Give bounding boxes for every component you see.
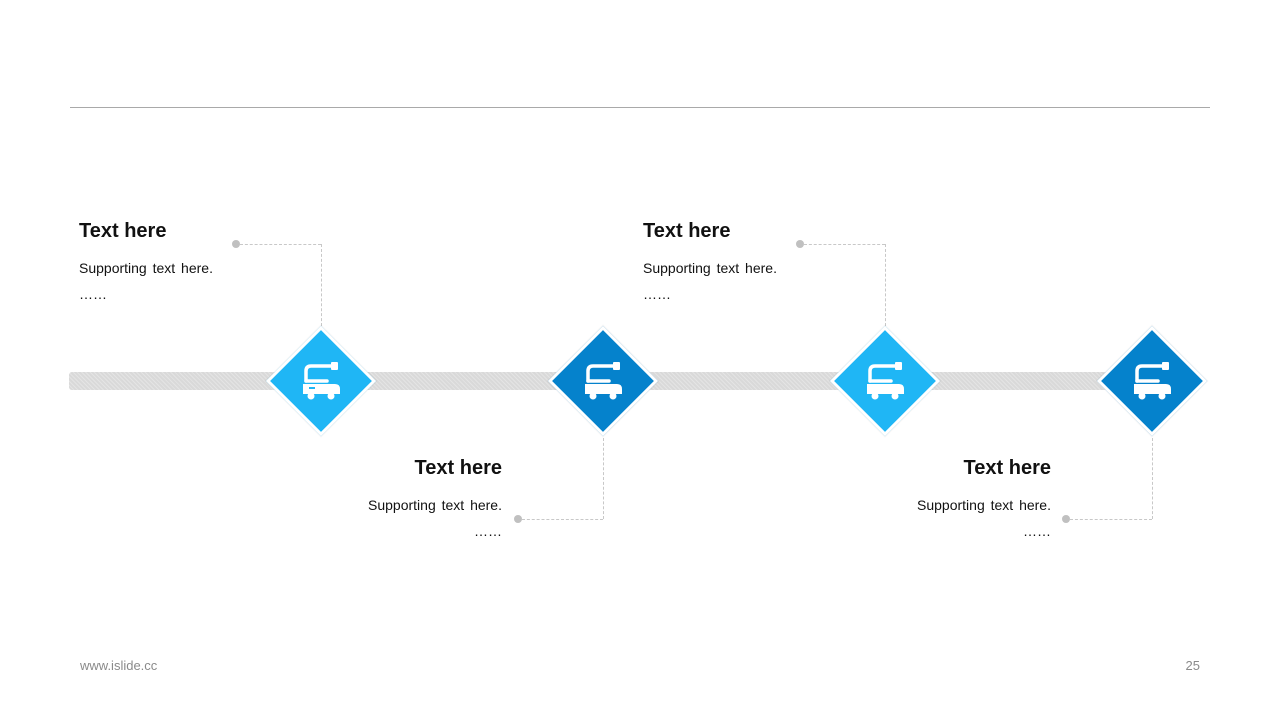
step-4-connector-dot	[1062, 515, 1070, 523]
step-3-text: Text here Supporting text here. ……	[643, 219, 903, 303]
page-number: 25	[1185, 658, 1200, 673]
step-1-text: Text here Supporting text here. ……	[79, 219, 339, 303]
step-2-ellipsis: ……	[474, 523, 502, 539]
step-2-connector-dot	[514, 515, 522, 523]
crane-truck-icon	[303, 362, 340, 400]
step-1-title: Text here	[79, 220, 167, 242]
step-4-connector-v	[1152, 438, 1153, 519]
step-1-connector-v	[321, 244, 322, 326]
crane-truck-icon	[1134, 362, 1171, 400]
step-4-connector-h	[1070, 519, 1152, 520]
crane-truck-icon	[585, 362, 622, 400]
step-2-text: Text here Supporting text here. ……	[242, 456, 502, 540]
header-divider	[70, 107, 1210, 108]
step-3-connector-h	[804, 244, 885, 245]
step-3-connector-v	[885, 244, 886, 326]
footer-url[interactable]: www.islide.cc	[80, 658, 158, 673]
step-4-supporting-text: Supporting text here.	[917, 497, 1051, 513]
step-1-ellipsis: ……	[79, 286, 107, 302]
step-1-diamond	[265, 325, 377, 437]
step-1-connector-dot	[232, 240, 240, 248]
step-4-text: Text here Supporting text here. ……	[791, 456, 1051, 540]
step-2-title: Text here	[414, 457, 502, 479]
step-2-connector-h	[522, 519, 603, 520]
step-3-title: Text here	[643, 220, 731, 242]
step-1-supporting-text: Supporting text here.	[79, 260, 213, 276]
step-4-diamond	[1096, 325, 1208, 437]
step-4-ellipsis: ……	[1023, 523, 1051, 539]
crane-truck-icon	[867, 362, 904, 400]
step-3-connector-dot	[796, 240, 804, 248]
step-3-supporting-text: Supporting text here.	[643, 260, 777, 276]
step-4-title: Text here	[963, 457, 1051, 479]
step-2-diamond	[547, 325, 659, 437]
step-2-supporting-text: Supporting text here.	[368, 497, 502, 513]
step-3-diamond	[829, 325, 941, 437]
step-2-connector-v	[603, 438, 604, 519]
step-1-connector-h	[240, 244, 321, 245]
step-3-ellipsis: ……	[643, 286, 671, 302]
